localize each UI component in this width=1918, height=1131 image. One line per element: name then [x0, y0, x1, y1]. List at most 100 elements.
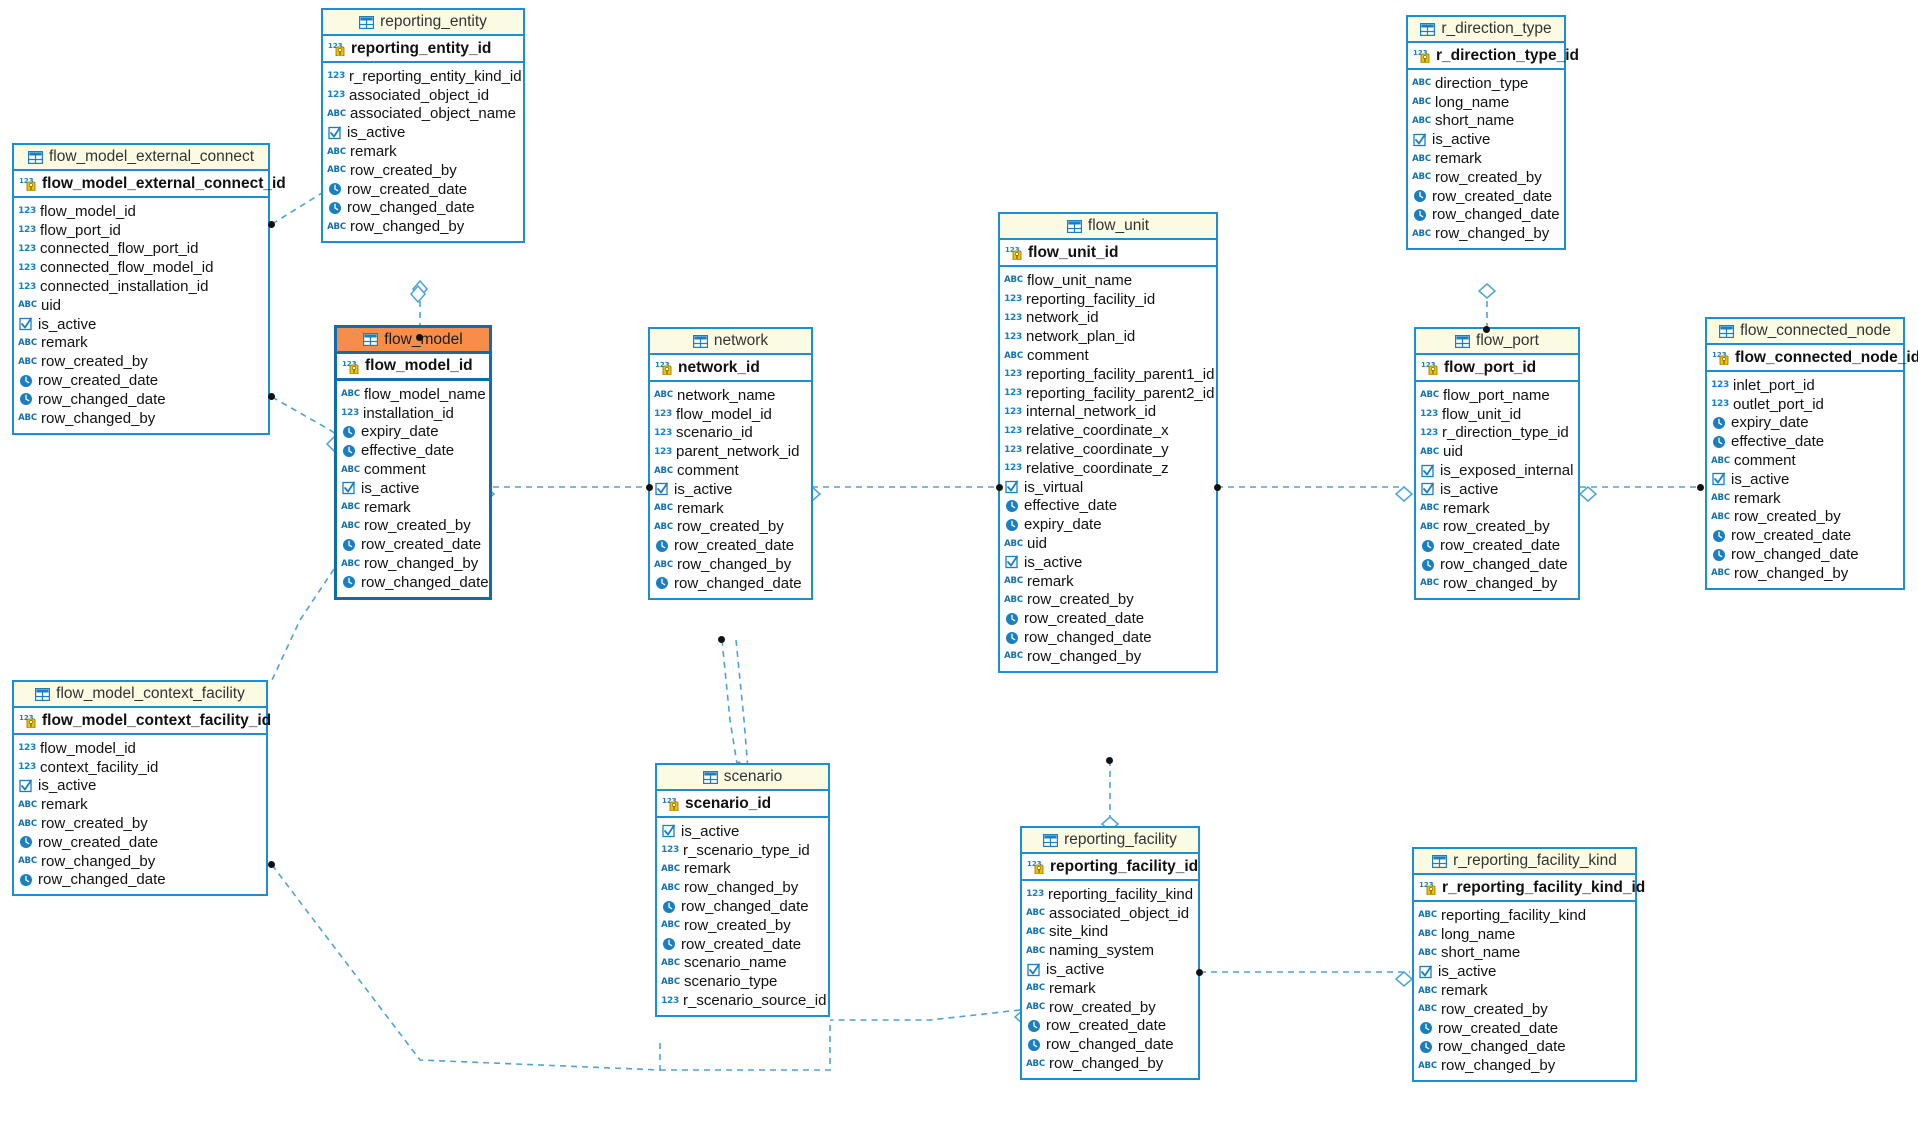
entity-field-row[interactable]: effective_date [1005, 497, 1211, 516]
entity-field-row[interactable]: is_active [19, 315, 263, 334]
entity-field-row[interactable]: row_created_date [342, 535, 484, 554]
entity-field-row[interactable]: is_active [1712, 470, 1898, 489]
entity-title[interactable]: network [650, 329, 811, 355]
entity-title[interactable]: reporting_facility [1022, 828, 1198, 854]
entity-field-row[interactable]: row_created_date [1413, 187, 1559, 206]
entity-field-row[interactable]: row_changed_date [1413, 206, 1560, 225]
entity-field-row[interactable]: is_active [1005, 553, 1211, 572]
entity-field-row[interactable]: is_active [19, 777, 261, 796]
entity-field-row[interactable]: row_changed_date [19, 871, 261, 890]
entity-title[interactable]: r_direction_type [1408, 17, 1564, 43]
entity-title[interactable]: flow_model_external_connect [14, 145, 268, 171]
entity-title[interactable]: flow_model [337, 328, 489, 354]
entity-field-row[interactable]: expiry_date [1712, 414, 1898, 433]
entity-field-row[interactable]: effective_date [342, 441, 484, 460]
entity-field-row[interactable]: row_created_date [655, 536, 806, 555]
entity-field-row[interactable]: effective_date [1712, 432, 1898, 451]
entity-title[interactable]: flow_connected_node [1707, 319, 1903, 345]
entity-field-row[interactable]: row_created_date [1421, 536, 1573, 555]
entity-title[interactable]: scenario [657, 765, 828, 791]
entity-field-row[interactable]: row_changed_date [662, 897, 823, 916]
entity-field-row[interactable]: is_active [655, 480, 806, 499]
entity-title[interactable]: flow_model_context_facility [14, 682, 266, 708]
entity-title[interactable]: reporting_entity [323, 10, 523, 36]
entity-field-row[interactable]: row_created_date [662, 935, 823, 954]
entity-field-row[interactable]: row_changed_date [655, 574, 806, 593]
entity-field-row[interactable]: expiry_date [1005, 515, 1211, 534]
